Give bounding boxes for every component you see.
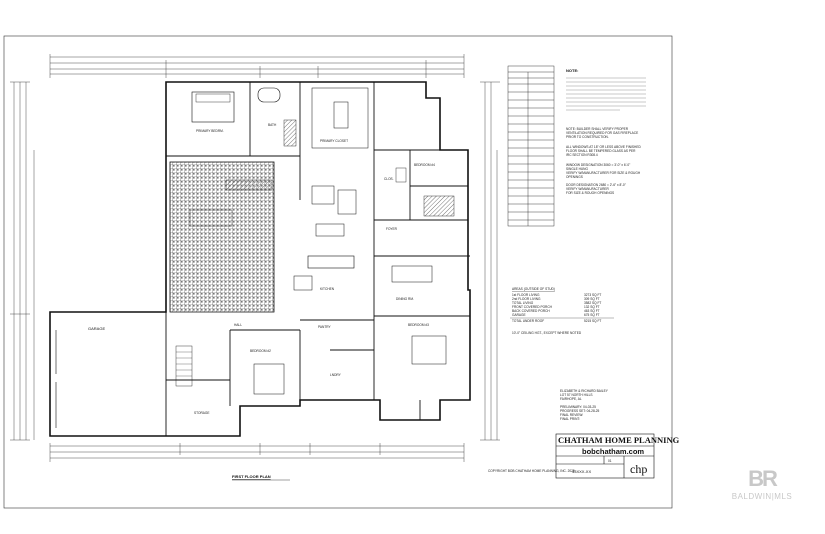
baldwin-mls-watermark: BR BALDWIN|MLS <box>712 466 812 502</box>
note-line: DOOR DESIGNATION 2680 = 2'-6" x 8'-0" <box>566 183 626 187</box>
area-label: 1st FLOOR LIVING <box>512 293 540 297</box>
area-value: 309 SQ FT <box>584 297 600 301</box>
closet-island <box>311 87 369 149</box>
dimension-lines-sides <box>10 81 500 441</box>
area-label: BACK COVERED PORCH <box>512 309 550 313</box>
bath-2-shower <box>423 195 455 217</box>
dimension-lines-top <box>49 54 465 78</box>
label-primary-bedroom: PRIMARY BEDRM. <box>196 129 224 133</box>
exterior-walls <box>49 81 471 437</box>
note-line: FLOOR SHALL BE TEMPERED GLASS AS PER <box>566 149 636 153</box>
note-line: SINGLE HUNG <box>566 167 588 171</box>
project-info: ELIZABETH & RICHARD BAILEY LOT 57 NORTH … <box>560 389 609 421</box>
area-value: 463 SQ FT <box>584 309 600 313</box>
plan-number: 43XXX-XX <box>572 469 591 474</box>
project-date: PROGRESS SET: 04-28-25 <box>560 409 600 413</box>
label-garage: GARAGE <box>88 326 105 331</box>
areas-heading: AREAS (OUTSIDE OF STUD) <box>512 287 555 291</box>
label-primary-closet: PRIMARY CLOSET <box>320 139 348 143</box>
area-value: 3273 SQ FT <box>584 293 601 297</box>
notes-lines: NOTE: BUILDER SHALL VERIFY PROPER VENTIL… <box>566 127 641 195</box>
note-line: OPENINGS <box>566 175 583 179</box>
bed-2 <box>253 363 285 395</box>
label-foyer: FOYER <box>386 227 398 231</box>
project-date: PRELIMINARY: 04-03-25 <box>560 405 596 409</box>
baldwin-mls-text: BALDWIN|MLS <box>731 492 793 501</box>
schedule-table <box>507 65 555 227</box>
ceiling-note: 10'-0" CEILING HGT., EXCEPT WHERE NOTED <box>512 331 582 335</box>
note-line: WINDOW DESIGNATION 3060 = 3'-0" x 6'-0" <box>566 163 630 167</box>
label-bedroom-2: BEDROOM #2 <box>250 349 271 353</box>
note-line: NOTE: BUILDER SHALL VERIFY PROPER <box>566 127 629 131</box>
dining-table <box>391 265 433 283</box>
shower <box>283 119 297 147</box>
note-line: FOR SIZE & ROUGH OPENINGS <box>566 191 614 195</box>
note-line: VERIFY W/MANUFACTURER <box>566 187 609 191</box>
note-line: VENTILATION REQUIRED FOR GAS FIREPLACE <box>566 131 638 135</box>
living-sofa <box>311 185 335 205</box>
sheet-border <box>3 35 673 509</box>
area-label: FRONT COVERED PORCH <box>512 305 553 309</box>
area-label: TOTAL UNDER ROOF <box>512 319 544 323</box>
interior-walls <box>165 82 470 436</box>
label-kitchen: KITCHEN <box>320 287 335 291</box>
project-date: FINAL PRINT: <box>560 417 580 421</box>
label-pantry: PANTRY <box>318 325 332 329</box>
label-bedroom-4: BEDROOM #4 <box>414 163 435 167</box>
area-value: 132 SQ FT <box>584 305 600 309</box>
note-line: PRIOR TO CONSTRUCTION. <box>566 135 609 139</box>
notes-text-lines <box>566 77 646 111</box>
copyright: COPYRIGHT BOB CHATHAM HOME PLANNING, INC… <box>488 469 575 473</box>
company-name: CHATHAM HOME PLANNING <box>558 435 680 445</box>
label-laundry: LNDRY <box>330 373 342 377</box>
baldwin-mls-logo-icon: BR <box>748 466 778 491</box>
project-line: ELIZABETH & RICHARD BAILEY <box>560 389 609 393</box>
label-dining: DINING RM. <box>396 297 414 301</box>
chp-monogram: chp <box>630 462 647 476</box>
area-label: 2nd FLOOR LIVING <box>512 297 541 301</box>
dimension-lines-bottom <box>49 443 465 462</box>
area-label: GARAGE <box>512 313 526 317</box>
label-bedroom-3: BEDROOM #3 <box>408 323 429 327</box>
areas-block: AREAS (OUTSIDE OF STUD) 1st FLOOR LIVING… <box>510 287 614 335</box>
stair <box>175 345 193 387</box>
bathtub <box>257 87 281 103</box>
primary-bed <box>191 91 235 123</box>
project-date: FINAL REVIEW: <box>560 413 583 417</box>
area-value: 3582 SQ FT <box>584 301 601 305</box>
notes-heading: NOTE: <box>566 68 578 73</box>
label-storage: STORAGE <box>194 411 210 415</box>
drawing-title: FIRST FLOOR PLAN <box>232 474 271 479</box>
label-hall: HALL <box>234 323 242 327</box>
project-line: FAIRHOPE, AL <box>560 397 582 401</box>
note-line: IRC SECTION R308.4 <box>566 153 598 157</box>
sheet-number: 01 <box>608 459 612 463</box>
note-line: VERIFY W/MANUFACTURER FOR SIZE & ROUGH <box>566 171 641 175</box>
area-label: TOTAL LIVING <box>512 301 534 305</box>
label-closet: CLOS. <box>384 177 394 181</box>
title-block <box>555 433 655 479</box>
company-url[interactable]: bobchatham.com <box>582 447 644 456</box>
bed-3 <box>411 335 447 365</box>
note-line: ALL WINDOWS AT 18" OR LESS ABOVE FINISHE… <box>566 145 641 149</box>
kitchen-island <box>307 255 355 269</box>
label-bath: BATH <box>268 123 277 127</box>
project-line: LOT 57 NORTH HILLS <box>560 393 592 397</box>
area-value: 5215 SQ FT <box>584 319 601 323</box>
area-value: 675 SQ FT <box>584 313 600 317</box>
